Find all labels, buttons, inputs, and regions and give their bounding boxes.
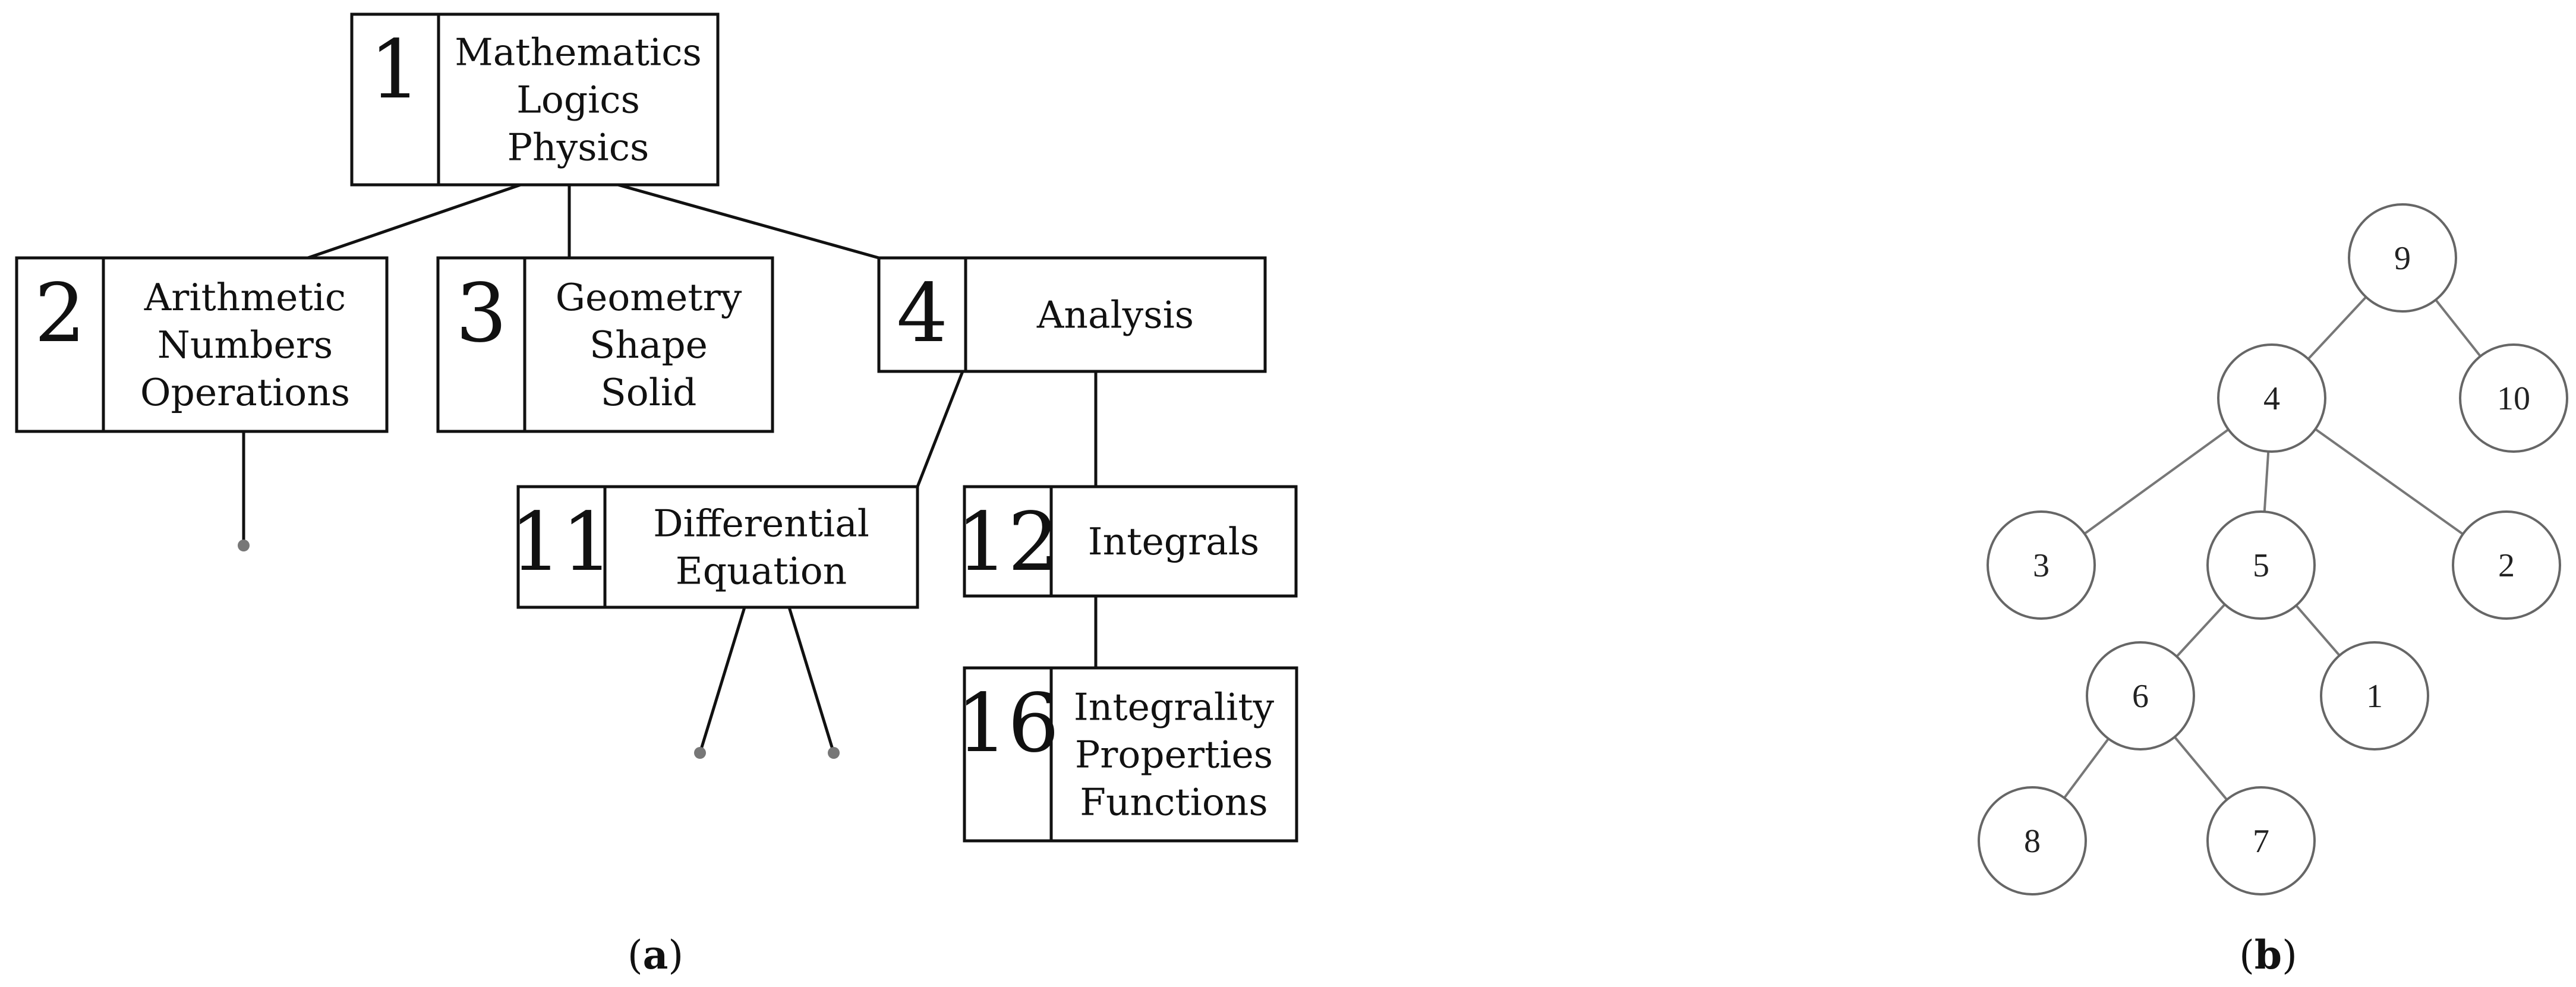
panel-a-edges	[307, 183, 1098, 668]
tree-node-circle	[2217, 343, 2326, 453]
tree-node-4: 4	[2217, 343, 2326, 453]
box-label-line: Differential	[653, 502, 869, 545]
box-label-line: Integrals	[1088, 520, 1260, 563]
box-number: 16	[956, 677, 1059, 771]
tree-node-label: 10	[2497, 380, 2530, 417]
category-box-4: 4 Analysis	[877, 256, 1267, 373]
box-number: 2	[34, 267, 86, 361]
box-frame	[877, 256, 1267, 373]
box-label-line: Equation	[676, 550, 847, 593]
box-label-line: Geometry	[556, 276, 742, 319]
tree-edge-6-to-8	[2063, 737, 2110, 799]
tree-node-8: 8	[1978, 786, 2087, 895]
tree-node-circle	[1987, 510, 2096, 620]
open-branch-end-dot	[694, 747, 706, 759]
box-frame	[963, 666, 1298, 843]
panel-b-edges	[2063, 296, 2482, 801]
tree-node-label: 5	[2253, 547, 2269, 584]
edge-1-to-2	[307, 183, 521, 260]
open-branch-end-dot	[238, 540, 250, 551]
box-label-line: Numbers	[157, 323, 333, 367]
box-label-line: Arithmetic	[144, 276, 346, 319]
tree-node-10: 10	[2459, 343, 2568, 453]
box-label-line: Mathematics	[455, 31, 702, 74]
tree-node-circle	[1978, 786, 2087, 895]
open-branch-11-2	[787, 607, 835, 753]
tree-node-3: 3	[1987, 510, 2096, 620]
box-label-line: Properties	[1075, 733, 1273, 777]
box-label-line: Operations	[140, 371, 350, 414]
tree-node-circle	[2320, 641, 2429, 751]
tree-node-circle	[2459, 343, 2568, 453]
panel-a-caption: (a)	[628, 932, 683, 978]
tree-node-circle	[2086, 641, 2195, 751]
box-number: 11	[510, 496, 613, 589]
open-branch-end-dot	[828, 747, 840, 759]
tree-node-label: 9	[2394, 240, 2411, 277]
tree-node-5: 5	[2206, 510, 2316, 620]
tree-edge-9-to-4	[2307, 296, 2367, 360]
tree-node-label: 8	[2024, 823, 2041, 860]
tree-edge-6-to-7	[2174, 736, 2228, 801]
tree-node-circle	[2452, 510, 2561, 620]
tree-edge-5-to-6	[2175, 603, 2226, 658]
box-frame	[963, 485, 1298, 598]
box-label-line: Physics	[507, 126, 649, 169]
tree-edge-5-to-1	[2295, 604, 2341, 657]
tree-edge-4-to-2	[2315, 428, 2464, 535]
tree-node-7: 7	[2206, 786, 2316, 895]
tree-node-label: 6	[2132, 678, 2149, 715]
box-label-line: Integrality	[1074, 686, 1275, 729]
edge-1-to-4	[617, 183, 879, 260]
box-label-line: Solid	[601, 371, 697, 414]
box-number: 12	[956, 496, 1059, 589]
tree-node-label: 2	[2498, 547, 2515, 584]
tree-node-1: 1	[2320, 641, 2429, 751]
tree-node-circle	[2206, 510, 2316, 620]
tree-node-label: 1	[2366, 678, 2383, 715]
tree-edge-9-to-10	[2435, 299, 2482, 357]
category-box-12: 12 Integrals	[956, 485, 1298, 598]
box-frame	[516, 485, 919, 609]
tree-node-2: 2	[2452, 510, 2561, 620]
box-frame	[436, 256, 774, 433]
open-branch-11-1	[698, 607, 746, 753]
panel-b-binary-tree: 9 4 10 3 5 2 6 1 8 7 (b)	[1978, 203, 2568, 978]
box-number: 4	[897, 267, 948, 361]
box-label-line: Logics	[516, 78, 640, 122]
box-label-line: Functions	[1080, 781, 1267, 824]
panel-b-nodes: 9 4 10 3 5 2 6 1 8 7	[1978, 203, 2568, 895]
box-number: 1	[370, 23, 421, 117]
box-label-line: Shape	[589, 323, 708, 367]
box-number: 3	[456, 267, 507, 361]
panel-a-open-branches	[238, 431, 840, 759]
tree-node-label: 3	[2033, 547, 2050, 584]
tree-node-circle	[2206, 786, 2316, 895]
box-frame	[350, 12, 720, 187]
edge-4-to-11	[916, 371, 964, 487]
tree-edge-4-to-3	[2083, 428, 2230, 535]
box-frame	[15, 256, 389, 433]
tree-node-label: 4	[2263, 380, 2280, 417]
tree-edge-4-to-5	[2263, 451, 2270, 512]
tree-node-label: 7	[2253, 823, 2269, 860]
tree-node-9: 9	[2348, 203, 2457, 313]
panel-b-caption: (b)	[2239, 932, 2297, 978]
box-label-line: Analysis	[1036, 294, 1194, 337]
tree-node-circle	[2348, 203, 2457, 313]
tree-node-6: 6	[2086, 641, 2195, 751]
